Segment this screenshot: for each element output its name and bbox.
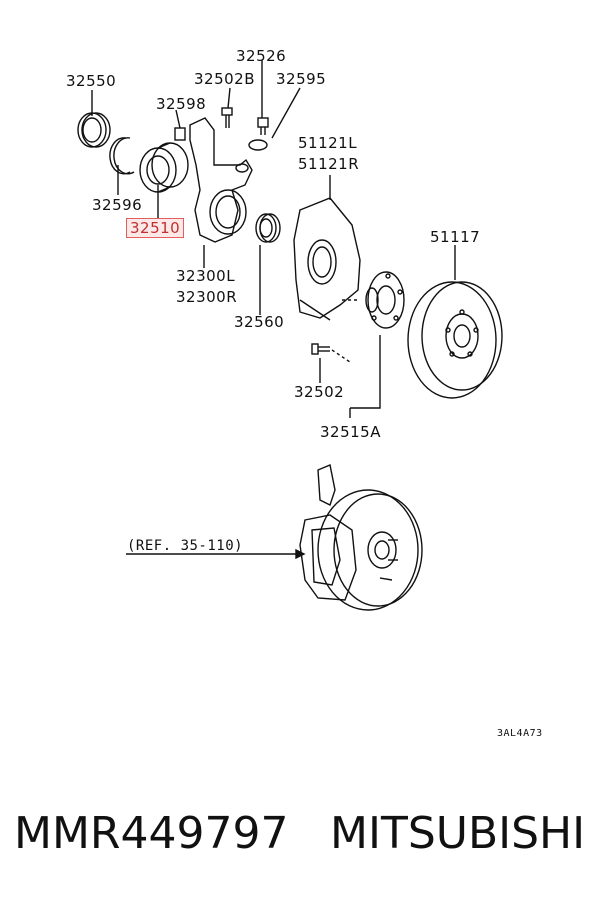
label-32502B[interactable]: 32502B xyxy=(194,70,256,88)
seal-32560 xyxy=(255,213,281,243)
bolt-32526 xyxy=(257,117,269,135)
brake-rotor-51117 xyxy=(407,281,503,399)
dust-shield-51121 xyxy=(293,197,361,321)
reference-arrow xyxy=(126,548,306,560)
footer-part-number: MMR449797 xyxy=(14,808,289,859)
footer: MMR449797 MITSUBISHI xyxy=(0,808,600,868)
nut-32598 xyxy=(174,127,186,141)
label-32596[interactable]: 32596 xyxy=(92,196,143,214)
bolt-32502B xyxy=(221,107,233,128)
label-32598[interactable]: 32598 xyxy=(156,95,207,113)
parts-diagram xyxy=(77,60,503,611)
label-32502[interactable]: 32502 xyxy=(294,383,345,401)
label-32560[interactable]: 32560 xyxy=(234,313,285,331)
seal-32550 xyxy=(77,112,111,148)
guide-lines xyxy=(331,299,360,363)
label-32515A[interactable]: 32515A xyxy=(320,423,381,441)
caliper-assembly-view xyxy=(299,464,423,611)
label-32300R[interactable]: 32300R xyxy=(176,288,238,306)
label-32510-highlighted[interactable]: 32510 xyxy=(125,218,185,238)
label-32300L[interactable]: 32300L xyxy=(176,267,236,285)
footer-brand: MITSUBISHI xyxy=(330,808,586,859)
diagram-code: 3AL4A73 xyxy=(497,728,543,739)
exploded-view-drawing xyxy=(77,60,503,611)
hub-32515A xyxy=(365,271,405,329)
reference-label[interactable]: (REF. 35-110) xyxy=(127,538,244,554)
label-51121L[interactable]: 51121L xyxy=(298,134,358,152)
label-51117[interactable]: 51117 xyxy=(430,228,481,246)
label-51121R[interactable]: 51121R xyxy=(298,155,360,173)
label-32595[interactable]: 32595 xyxy=(276,70,327,88)
snap-ring-32596 xyxy=(109,137,135,175)
knuckle-32300 xyxy=(189,117,253,243)
leader-lines xyxy=(91,60,456,418)
bearing-32510 xyxy=(139,142,189,193)
label-32526[interactable]: 32526 xyxy=(236,47,287,65)
label-32550[interactable]: 32550 xyxy=(66,72,117,90)
hub-bolt-32502 xyxy=(311,343,330,355)
washer-32595 xyxy=(248,139,268,151)
